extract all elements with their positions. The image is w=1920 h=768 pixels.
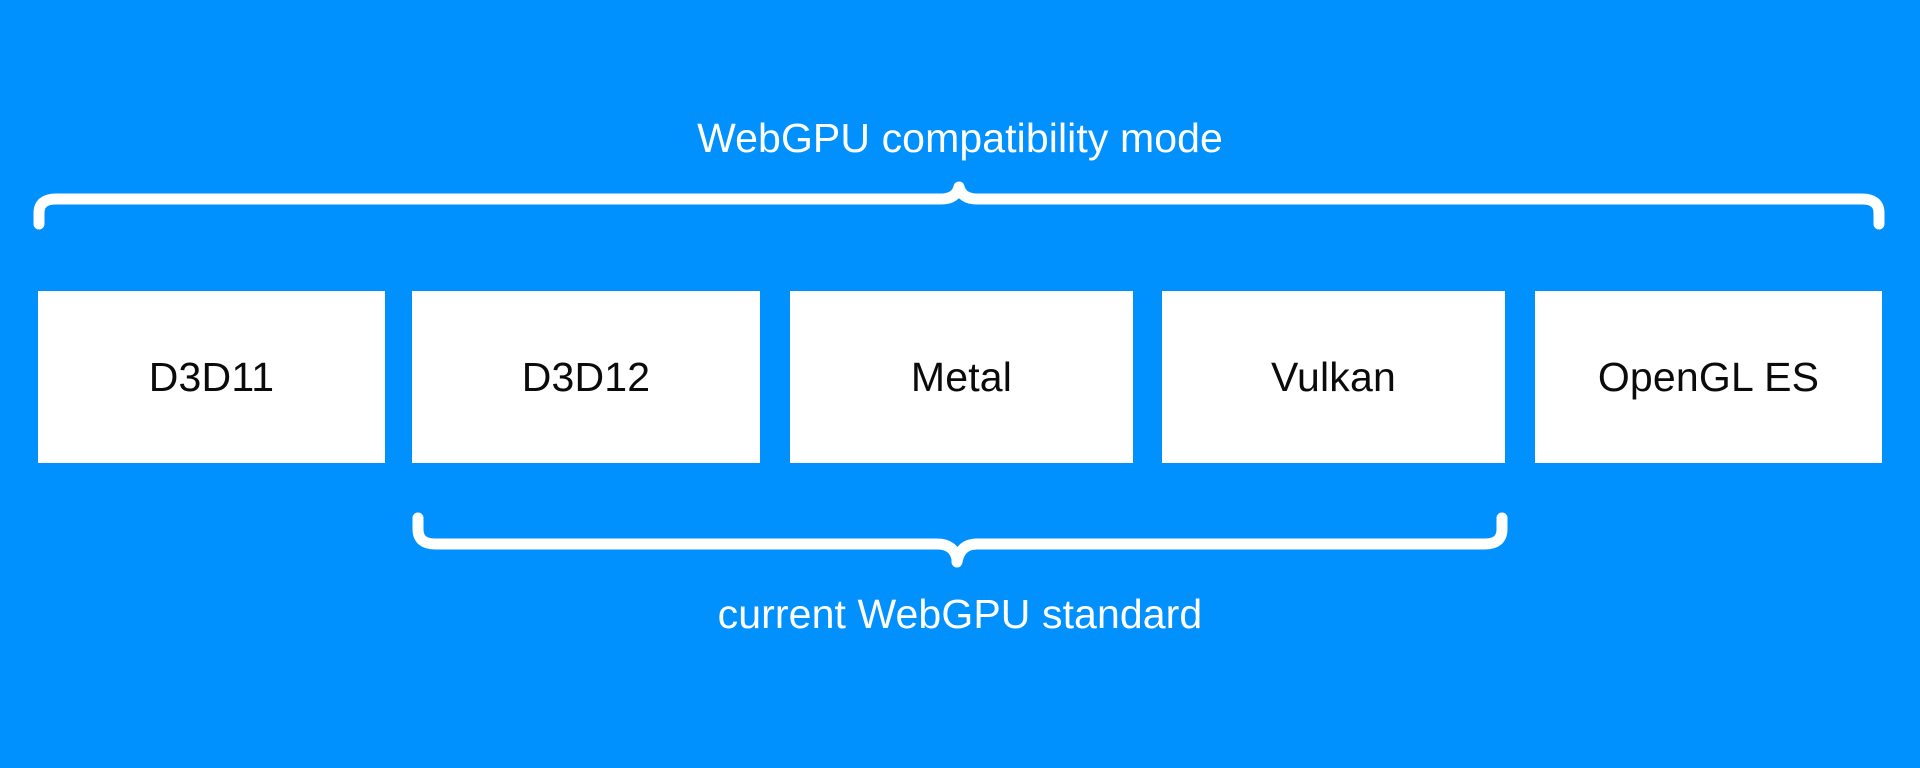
api-box-label: Vulkan <box>1270 353 1397 400</box>
api-box-label: D3D12 <box>521 353 651 400</box>
api-box-row: D3D11 D3D12 Metal Vulkan OpenGL ES <box>0 291 1920 463</box>
api-box-label: D3D11 <box>148 353 275 400</box>
api-box-vulkan[interactable]: Vulkan <box>1162 291 1505 463</box>
api-box-opengl-es[interactable]: OpenGL ES <box>1535 291 1882 463</box>
api-box-label: Metal <box>910 353 1013 400</box>
top-group-label: WebGPU compatibility mode <box>697 115 1223 161</box>
bottom-brace <box>410 512 1510 568</box>
top-brace <box>30 183 1888 227</box>
api-box-label: OpenGL ES <box>1597 353 1820 400</box>
api-box-metal[interactable]: Metal <box>790 291 1133 463</box>
api-box-d3d11[interactable]: D3D11 <box>38 291 385 463</box>
api-box-d3d12[interactable]: D3D12 <box>412 291 760 463</box>
bottom-group-label: current WebGPU standard <box>717 591 1203 637</box>
